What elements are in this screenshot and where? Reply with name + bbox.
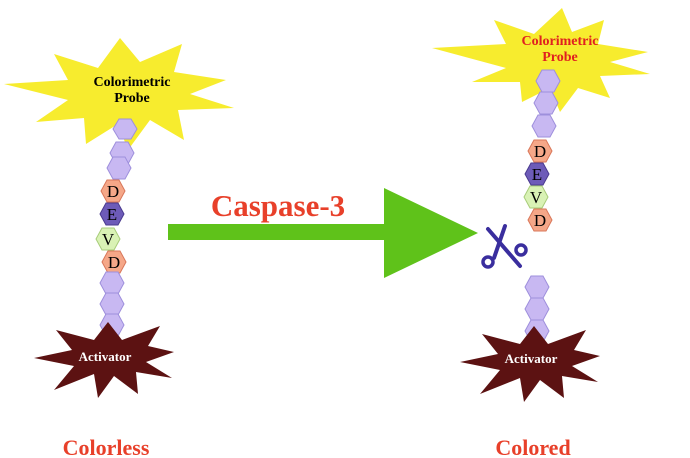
left-linker-hexagon <box>112 118 138 140</box>
right-residue-v-hexagon <box>523 185 549 209</box>
scissors-icon <box>481 224 528 269</box>
left-state-label: Colorless <box>63 435 150 458</box>
right-residue-d2-hexagon <box>527 208 553 232</box>
left-residue-e-hexagon <box>99 202 125 226</box>
right-residue-v: V <box>530 188 543 207</box>
left-linker-hexagon <box>99 292 125 316</box>
left-probe-label-line2: Probe <box>114 91 150 106</box>
right-probe-label-line2: Probe <box>542 50 578 65</box>
enzyme-label: Caspase-3 <box>211 188 345 223</box>
left-residue-v: V <box>102 230 115 249</box>
left-probe-burst <box>4 38 234 150</box>
left-probe-label-line1: Colorimetric <box>94 75 171 90</box>
left-activator-burst <box>34 322 174 398</box>
left-construct: Colorimetric Probe D E V D Activator Col… <box>4 38 234 458</box>
left-activator-label: Activator <box>79 349 132 364</box>
reaction-arrow: Caspase-3 <box>168 188 478 278</box>
right-activator-label: Activator <box>505 351 558 366</box>
right-state-label: Colored <box>495 435 570 458</box>
left-residue-d2-hexagon <box>101 250 127 274</box>
right-residue-e: E <box>532 165 542 184</box>
right-linker-hexagon <box>535 69 561 93</box>
left-residue-d2: D <box>108 253 120 272</box>
left-residue-v-hexagon <box>95 227 121 251</box>
right-residue-e-hexagon <box>524 162 550 186</box>
left-linker-hexagon <box>106 156 132 180</box>
right-probe-label-line1: Colorimetric <box>522 34 599 49</box>
left-residue-e: E <box>107 205 117 224</box>
right-activator-burst <box>460 326 600 402</box>
right-probe-burst <box>432 8 650 112</box>
right-linker-hexagon <box>533 91 559 115</box>
left-residue-d1: D <box>107 182 119 201</box>
right-residue-d1: D <box>534 142 546 161</box>
arrow-shape <box>168 188 478 278</box>
right-construct: Colorimetric Probe D E V D Activator Col… <box>432 8 650 458</box>
right-linker-hexagon <box>524 275 550 299</box>
right-linker-hexagon <box>531 114 557 138</box>
right-residue-d2: D <box>534 211 546 230</box>
right-linker-hexagon <box>524 297 550 321</box>
right-residue-d1-hexagon <box>527 139 553 163</box>
left-linker-hexagon <box>99 271 125 295</box>
left-residue-d1-hexagon <box>100 179 126 203</box>
